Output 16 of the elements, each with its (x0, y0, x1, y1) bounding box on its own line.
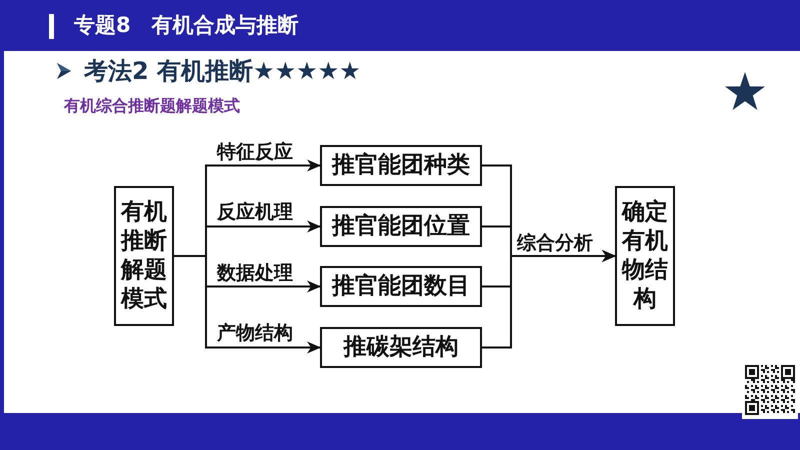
process-box: 确定有机物结构 (615, 186, 675, 326)
edge-label: 综合分析 (516, 231, 594, 255)
edge-label: 产物结构 (216, 321, 294, 345)
edge-label: 反应机理 (216, 200, 294, 224)
slide-title: 专题8 有机合成与推断 (74, 12, 299, 39)
process-box: 推官能团种类 (320, 145, 482, 186)
process-box: 推官能团数目 (320, 266, 482, 307)
arrow (174, 255, 321, 354)
process-box: 有机推断解题模式 (114, 186, 174, 326)
arrow (482, 250, 616, 348)
process-box: 推碳架结构 (320, 327, 482, 368)
process-box: 推官能团位置 (320, 206, 482, 247)
section-heading: 考法2 有机推断★★★★★ (84, 57, 361, 85)
subheading: 有机综合推断题解题模式 (64, 95, 240, 117)
edge-label: 数据处理 (216, 261, 294, 285)
edge-label: 特征反应 (216, 140, 294, 164)
